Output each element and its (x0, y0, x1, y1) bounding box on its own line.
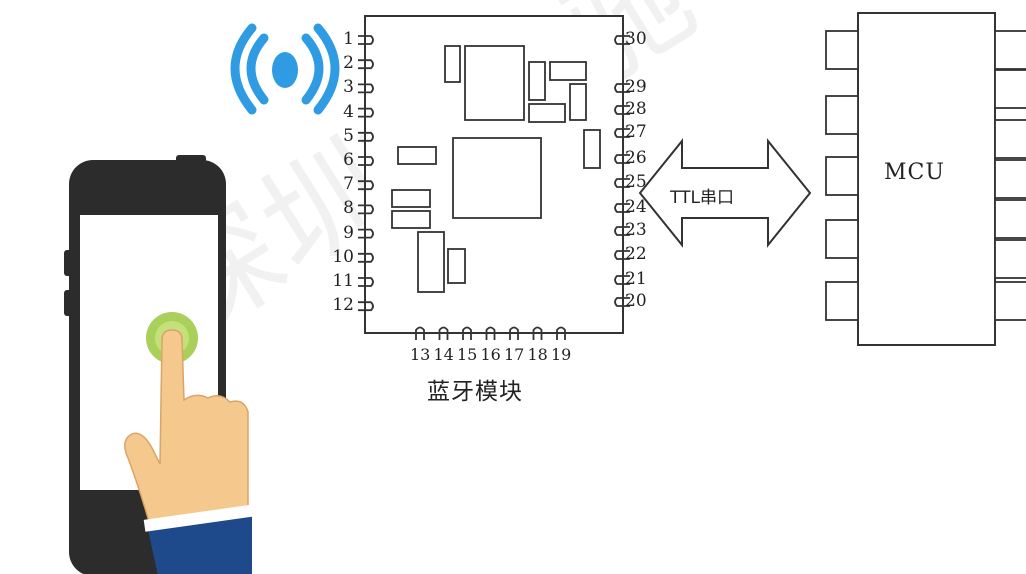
pin (462, 326, 472, 340)
pin (358, 107, 374, 118)
pin (614, 83, 630, 93)
pin-label: 26 (625, 148, 647, 168)
wireless-signal-icon (230, 23, 340, 115)
pin-label: 10 (332, 246, 354, 267)
pin (358, 277, 374, 287)
pin-label: 12 (332, 295, 354, 316)
pin (485, 326, 496, 340)
pin (614, 128, 630, 138)
link-label: TTL串口 (670, 188, 734, 208)
pin-label: 11 (332, 271, 354, 291)
pin-label: 8 (343, 198, 354, 219)
pin-label: 9 (343, 222, 354, 243)
pin (509, 326, 519, 340)
pin (358, 59, 374, 70)
pin-label: 30 (625, 29, 647, 49)
pointing-hand-icon (124, 329, 255, 574)
mcu-chip (825, 12, 1026, 346)
pin (614, 226, 630, 236)
bluetooth-module (364, 15, 624, 334)
pin-label: 7 (343, 174, 354, 195)
pin (556, 326, 566, 340)
pin-label: 14 (433, 345, 454, 364)
mcu-label: MCU (884, 160, 945, 185)
pin (614, 178, 630, 188)
pin-label: 28 (625, 99, 647, 119)
pin-label: 23 (625, 220, 647, 240)
pin (614, 297, 630, 307)
left-pin-row (358, 35, 374, 312)
pin-label: 19 (551, 345, 572, 364)
right-pin-row (614, 35, 630, 307)
pin-label: 29 (625, 77, 647, 97)
pin-label: 18 (527, 345, 548, 364)
pin (438, 326, 449, 340)
pin-label: 5 (343, 125, 354, 146)
pin (358, 204, 374, 215)
pin-label: 17 (504, 345, 525, 364)
pin (614, 275, 630, 285)
pin-label: 15 (457, 345, 478, 364)
pin-label: 25 (625, 172, 647, 192)
pin (415, 326, 425, 340)
pin-label: 27 (625, 122, 647, 142)
pin-label: 20 (625, 291, 647, 311)
pin (614, 105, 630, 115)
double-arrow (638, 138, 812, 248)
pin-label: 13 (410, 345, 431, 364)
pin-label: 3 (343, 77, 354, 98)
pin-label: 6 (343, 150, 354, 170)
pin-label: 4 (343, 101, 354, 122)
pin (358, 301, 374, 312)
pin-label: 22 (625, 244, 647, 264)
pin-label: 1 (343, 29, 354, 49)
module-caption: 蓝牙模块 (427, 379, 523, 405)
pin (358, 83, 374, 94)
pin (358, 180, 374, 191)
pin (358, 252, 374, 263)
pin (358, 156, 374, 166)
pin (358, 228, 374, 239)
pin-label: 16 (480, 345, 501, 364)
pin-label: 21 (625, 269, 647, 289)
pin (358, 35, 374, 45)
pin-label: 2 (343, 53, 354, 74)
pin (614, 154, 630, 164)
pin (614, 35, 630, 45)
pin (614, 203, 630, 213)
pin (532, 326, 543, 340)
pin (358, 131, 374, 142)
pin (614, 250, 630, 260)
bottom-pin-row (415, 326, 566, 340)
pin-label: 24 (625, 197, 647, 217)
